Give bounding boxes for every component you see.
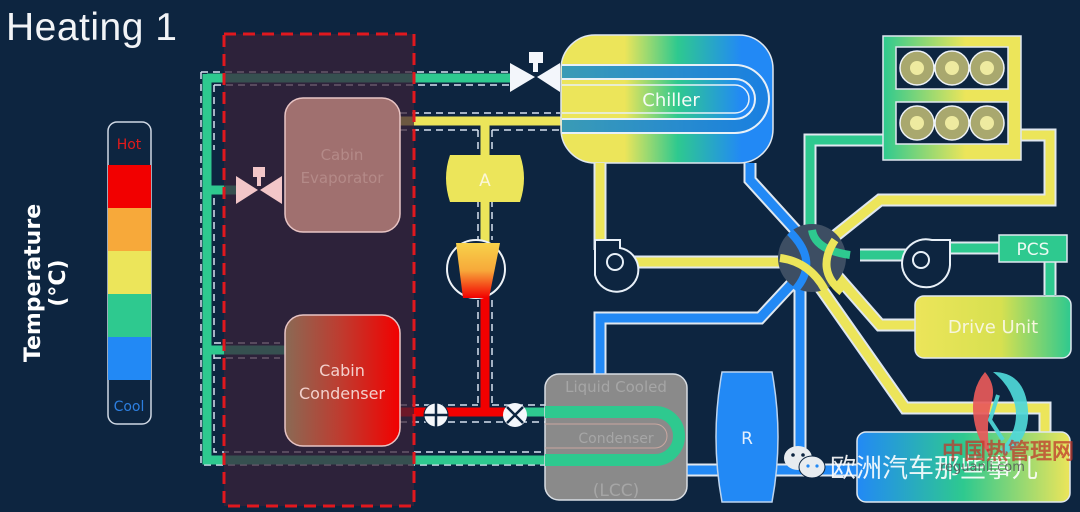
battery-cell-core — [945, 116, 959, 130]
drive-unit-box[interactable] — [914, 295, 1072, 359]
legend-hot-label: Hot — [117, 137, 142, 153]
wechat-watermark-text: 欧洲汽车那些事儿 — [830, 454, 1039, 484]
accumulator[interactable]: A — [446, 155, 524, 202]
cabin-condenser[interactable]: Cabin Condenser — [284, 314, 401, 447]
radiator-body[interactable] — [715, 371, 779, 503]
pcs-label: PCS — [1017, 240, 1050, 260]
cabin-evaporator-label-1: Cabin — [321, 146, 364, 164]
pipe-octovalve-to-pack — [805, 135, 900, 250]
site-watermark-cn: 中国热管理网 — [942, 440, 1075, 465]
refrigerant-yellow-lines — [400, 116, 565, 245]
chiller-label: Chiller — [642, 90, 700, 111]
pipe-octovalve-to-lcc — [595, 271, 804, 376]
accumulator-label: A — [479, 171, 491, 191]
legend-band — [108, 251, 151, 294]
coolant-pump-2-icon[interactable] — [901, 238, 951, 289]
check-valve-icon[interactable] — [423, 402, 449, 428]
legend-band — [108, 165, 151, 208]
chiller-expansion-valve-icon[interactable] — [510, 52, 560, 92]
battery-cell-core — [980, 61, 994, 75]
pcs-box[interactable] — [998, 234, 1068, 263]
battery-cell-core — [910, 116, 924, 130]
refrigerant-red-lines — [400, 295, 505, 417]
octovalve[interactable] — [778, 224, 851, 296]
page-title: Heating 1 — [6, 6, 178, 49]
radiator[interactable]: R — [715, 371, 779, 503]
lcc-label-2: Condenser — [578, 431, 653, 447]
cabin-condenser-label-2: Condenser — [299, 384, 385, 403]
cabin-condenser-label-1: Cabin — [319, 361, 365, 380]
legend-band — [108, 337, 151, 380]
shutoff-valve-icon[interactable] — [503, 403, 527, 427]
battery-heat-exchanger[interactable] — [856, 431, 1071, 503]
legend-cool-label: Cool — [114, 399, 145, 415]
pipe-left-green — [202, 74, 560, 465]
legend-band — [108, 294, 151, 337]
coolant-pump-1-icon[interactable] — [594, 239, 640, 293]
radiator-label: R — [741, 429, 753, 449]
temperature-legend: Hot Cool — [107, 121, 152, 425]
cabin-evaporator[interactable]: Cabin Evaporator — [284, 97, 401, 233]
legend-band — [108, 208, 151, 251]
cabin-evaporator-box[interactable] — [284, 97, 401, 233]
drive-unit[interactable]: Drive Unit — [914, 295, 1072, 359]
pcs[interactable]: PCS — [998, 234, 1068, 263]
cabin-condenser-box[interactable] — [284, 314, 401, 447]
wechat-icon — [784, 446, 826, 479]
pipe-to-drive-unit — [826, 265, 915, 330]
pipe-chiller-to-octovalve — [745, 163, 804, 239]
liquid-cooled-condenser[interactable]: Liquid Cooled Condenser (LCC) — [544, 373, 688, 501]
cabin-evaporator-label-2: Evaporator — [301, 169, 385, 187]
lcc-box[interactable] — [544, 373, 688, 501]
battery-cell-core — [980, 116, 994, 130]
pipe-pack-return — [827, 130, 1055, 244]
battery-pack[interactable] — [882, 35, 1022, 161]
evaporator-expansion-valve-icon[interactable] — [236, 167, 282, 204]
lcc-label-3: (LCC) — [593, 481, 639, 501]
battery-cell-core — [945, 61, 959, 75]
accumulator-body[interactable] — [446, 155, 524, 202]
drive-unit-label: Drive Unit — [948, 317, 1038, 338]
chiller[interactable]: Chiller — [560, 34, 774, 164]
reguanli-logo-icon — [972, 372, 1029, 455]
lcc-label-1: Liquid Cooled — [565, 378, 667, 396]
battery-cell-core — [910, 61, 924, 75]
compressor-icon[interactable] — [446, 239, 506, 299]
site-watermark-url: reguanli.com — [940, 460, 1025, 475]
